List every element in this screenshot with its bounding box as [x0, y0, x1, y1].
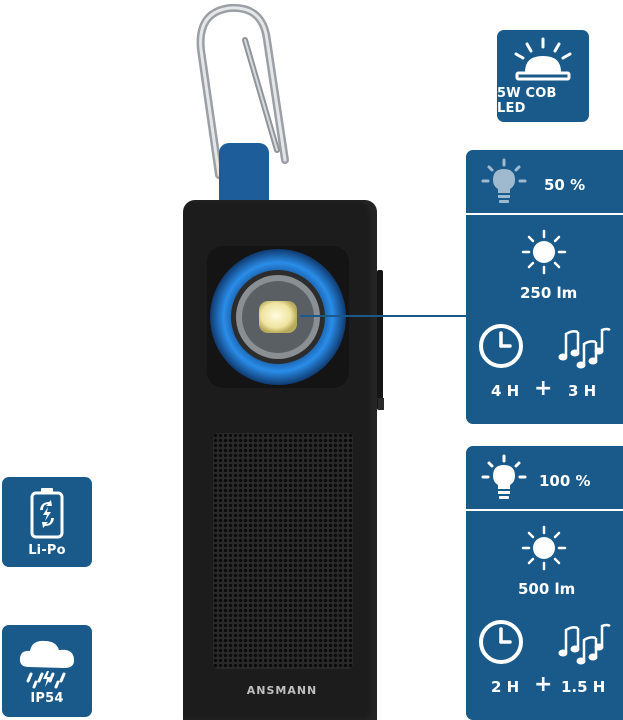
badge-cob-led: 5W COB LED: [497, 30, 589, 122]
side-switch: [378, 398, 384, 410]
carabiner-hook: [196, 3, 289, 179]
side-button: [377, 270, 383, 410]
sun-icon: [521, 229, 567, 275]
music-notes-icon: [558, 327, 611, 369]
mode-100-plus: +: [534, 672, 553, 697]
mode-100-runtime-music: 1.5 H: [561, 678, 606, 696]
bulb-bright-icon: [481, 454, 527, 499]
cob-led-lens: [210, 249, 346, 385]
mode-50-brightness: 50 %: [544, 176, 586, 194]
mode-50-runtime-light: 4 H: [491, 382, 520, 400]
badge-battery-label: Li-Po: [28, 542, 66, 558]
mode-100-brightness: 100 %: [539, 472, 591, 490]
badge-cob-led-label: 5W COB LED: [497, 86, 557, 116]
bulb-dim-icon: [481, 158, 527, 203]
led-light-icon: [514, 37, 572, 81]
badge-ip-rating: IP54: [2, 625, 92, 717]
mode-100-lumen: 500 lm: [518, 580, 576, 598]
mode-50-runtime-music: 3 H: [568, 382, 597, 400]
mode-50-lumen: 250 lm: [520, 284, 578, 302]
mode-100-panel: 100 % 500 lm 2 H + 1.5 H: [466, 446, 623, 720]
mode-100-runtime-light: 2 H: [491, 678, 520, 696]
mode-100-header: 100 %: [466, 446, 623, 511]
sun-icon: [521, 525, 567, 571]
mode-50-plus: +: [534, 376, 553, 401]
speaker-grille: [213, 433, 353, 669]
mode-50-header: 50 %: [466, 150, 623, 215]
brand-logo: ANSMANN: [246, 684, 318, 697]
callout-line: [300, 315, 466, 317]
clock-icon: [479, 324, 523, 368]
clock-icon: [479, 620, 523, 664]
rechargeable-battery-icon: [30, 487, 64, 538]
badge-ip-label: IP54: [30, 690, 64, 706]
mode-50-panel: 50 % 250 lm 4 H + 3 H: [466, 150, 623, 424]
badge-battery: Li-Po: [2, 477, 92, 567]
music-notes-icon: [558, 623, 611, 665]
rain-cloud-icon: [19, 640, 75, 688]
